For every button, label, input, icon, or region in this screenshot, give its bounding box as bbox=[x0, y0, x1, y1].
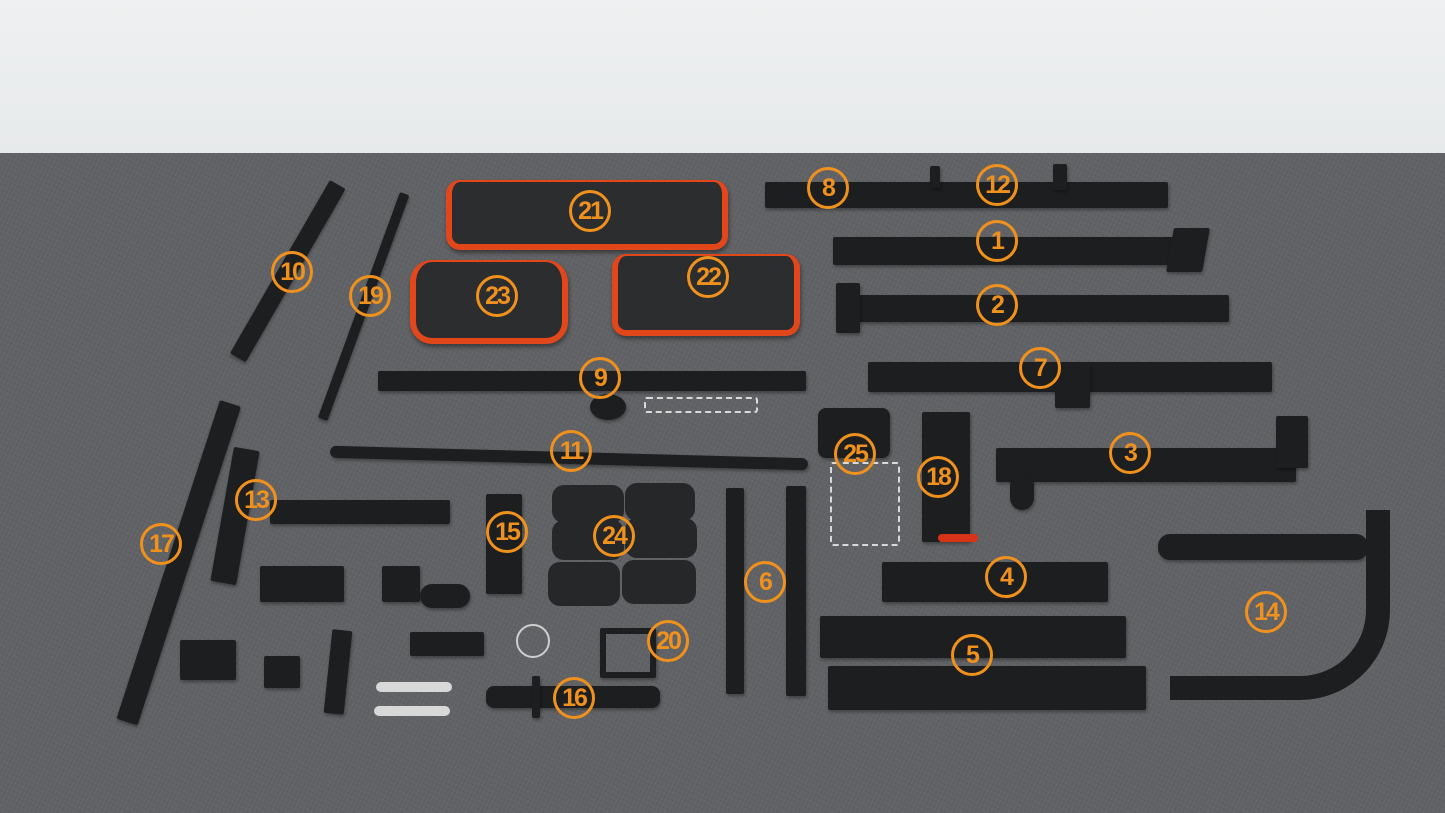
part-number-label-10: 10 bbox=[271, 251, 313, 293]
hardware-wrench bbox=[376, 682, 452, 692]
part-number-label-18: 18 bbox=[917, 456, 959, 498]
part-number-label-14: 14 bbox=[1245, 591, 1287, 633]
part-number-label-21: 21 bbox=[569, 190, 611, 232]
part-number-label-9: 9 bbox=[579, 357, 621, 399]
part-number-label-12: 12 bbox=[976, 164, 1018, 206]
part-6-upright-right bbox=[786, 486, 806, 696]
part-24-foam-roller bbox=[625, 518, 697, 558]
part-number-label-22: 22 bbox=[687, 256, 729, 298]
part-18-caps bbox=[938, 534, 978, 542]
hardware-bolts bbox=[260, 566, 344, 602]
part-number-label-11: 11 bbox=[550, 430, 592, 472]
part-25-chains bbox=[830, 462, 900, 546]
part-number-label-23: 23 bbox=[476, 275, 518, 317]
hardware-bolts-3 bbox=[180, 640, 236, 680]
part-13-arm bbox=[270, 500, 450, 524]
part-24-foam-roller bbox=[622, 560, 696, 604]
part-12-bracket-2 bbox=[1053, 164, 1067, 190]
part-number-label-19: 19 bbox=[349, 275, 391, 317]
part-5-foot-2 bbox=[828, 666, 1146, 710]
hardware-knobs bbox=[420, 584, 470, 608]
part-24-foam-roller bbox=[625, 483, 695, 521]
carpet-floor bbox=[0, 153, 1445, 813]
part-number-label-2: 2 bbox=[976, 284, 1018, 326]
background-wall bbox=[0, 0, 1445, 155]
part-number-label-6: 6 bbox=[744, 561, 786, 603]
part-6-upright-left bbox=[726, 488, 744, 694]
hardware-wrench-2 bbox=[374, 706, 450, 716]
part-number-label-13: 13 bbox=[235, 479, 277, 521]
part-number-label-17: 17 bbox=[140, 523, 182, 565]
part-2-end-plate bbox=[836, 283, 860, 333]
part-number-label-3: 3 bbox=[1109, 432, 1151, 474]
part-number-label-15: 15 bbox=[486, 511, 528, 553]
part-3-bracket bbox=[1276, 416, 1308, 468]
part-number-label-7: 7 bbox=[1019, 347, 1061, 389]
part-number-label-24: 24 bbox=[593, 515, 635, 557]
part-number-label-16: 16 bbox=[553, 677, 595, 719]
part-24-foam-roller bbox=[548, 562, 620, 606]
part-number-label-4: 4 bbox=[985, 556, 1027, 598]
part-9-chain bbox=[644, 397, 758, 413]
part-2-bar bbox=[837, 295, 1229, 322]
hardware-pins bbox=[264, 656, 300, 688]
hardware-spring-collar bbox=[516, 624, 550, 658]
part-number-label-5: 5 bbox=[951, 634, 993, 676]
part-3-pivot bbox=[1010, 474, 1034, 510]
hardware-screws bbox=[410, 632, 484, 656]
hardware-bolts-2 bbox=[382, 566, 420, 602]
part-number-label-20: 20 bbox=[647, 620, 689, 662]
part-number-label-1: 1 bbox=[976, 220, 1018, 262]
part-number-label-25: 25 bbox=[834, 433, 876, 475]
part-16-collar bbox=[532, 676, 540, 718]
part-number-label-8: 8 bbox=[807, 167, 849, 209]
part-12-bracket bbox=[930, 166, 940, 188]
